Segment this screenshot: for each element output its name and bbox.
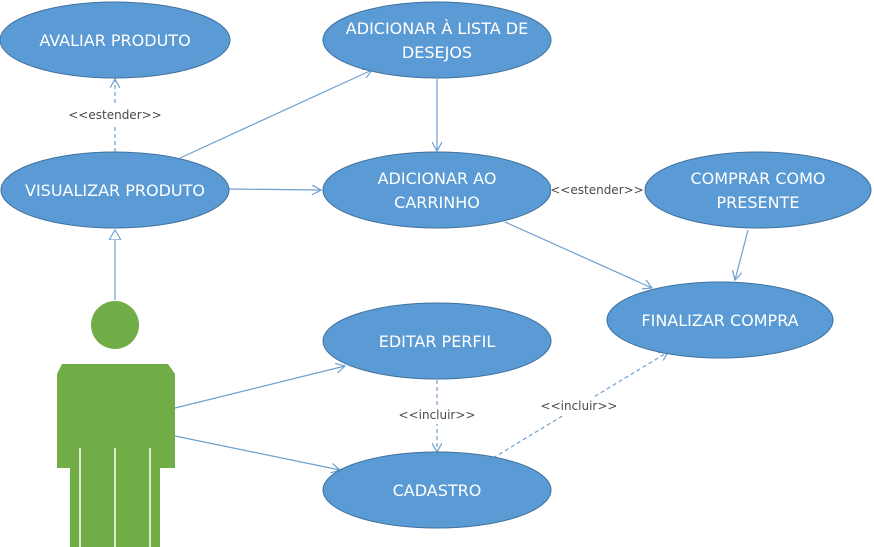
use-case-avaliar-label: AVALIAR PRODUTO: [39, 31, 190, 50]
edge-actor-to-editar: [174, 366, 345, 409]
edge-visualizar-to-lista: [179, 70, 372, 159]
use-case-cadastro[interactable]: CADASTRO: [322, 451, 552, 529]
actor-head: [91, 301, 139, 349]
use-case-editar-perfil[interactable]: EDITAR PERFIL: [322, 302, 552, 380]
use-case-presente-label-line1: COMPRAR COMO: [691, 169, 826, 188]
use-case-lista-label-line2: DESEJOS: [402, 43, 472, 62]
actor-user[interactable]: [57, 301, 175, 547]
use-case-visualizar-label: VISUALIZAR PRODUTO: [25, 181, 205, 200]
use-case-carrinho-label-line2: CARRINHO: [394, 193, 480, 212]
use-case-adicionar-carrinho[interactable]: ADICIONAR AO CARRINHO: [322, 151, 552, 229]
use-case-adicionar-lista-desejos[interactable]: ADICIONAR À LISTA DE DESEJOS: [322, 1, 552, 79]
label-incluir-finalizar: <<incluir>>: [541, 399, 618, 413]
use-case-presente-label-line2: PRESENTE: [717, 193, 800, 212]
edge-presente-to-finalizar: [735, 229, 749, 280]
actor-body: [57, 364, 175, 547]
connectors: [115, 70, 749, 470]
edge-actor-to-cadastro: [174, 435, 340, 470]
edge-carrinho-to-finalizar: [504, 221, 652, 288]
use-case-finalizar-label: FINALIZAR COMPRA: [641, 311, 798, 330]
label-estender-avaliar: <<estender>>: [68, 108, 161, 122]
label-estender-presente: <<estender>>: [550, 183, 643, 197]
use-case-comprar-presente[interactable]: COMPRAR COMO PRESENTE: [644, 151, 872, 229]
relationship-labels: <<estender>> <<estender>> <<incluir>> <<…: [68, 106, 644, 424]
use-case-lista-label-line1: ADICIONAR À LISTA DE: [346, 19, 528, 38]
use-case-finalizar-compra[interactable]: FINALIZAR COMPRA: [606, 281, 834, 359]
edge-cadastro-to-finalizar: [492, 352, 668, 459]
use-case-visualizar-produto[interactable]: VISUALIZAR PRODUTO: [0, 151, 230, 229]
use-case-carrinho-label-line1: ADICIONAR AO: [378, 169, 497, 188]
use-case-editar-label: EDITAR PERFIL: [379, 332, 496, 351]
use-case-cadastro-label: CADASTRO: [393, 481, 482, 500]
edge-visualizar-to-carrinho: [227, 189, 321, 190]
use-case-avaliar-produto[interactable]: AVALIAR PRODUTO: [0, 1, 231, 79]
label-incluir-editar: <<incluir>>: [399, 408, 476, 422]
